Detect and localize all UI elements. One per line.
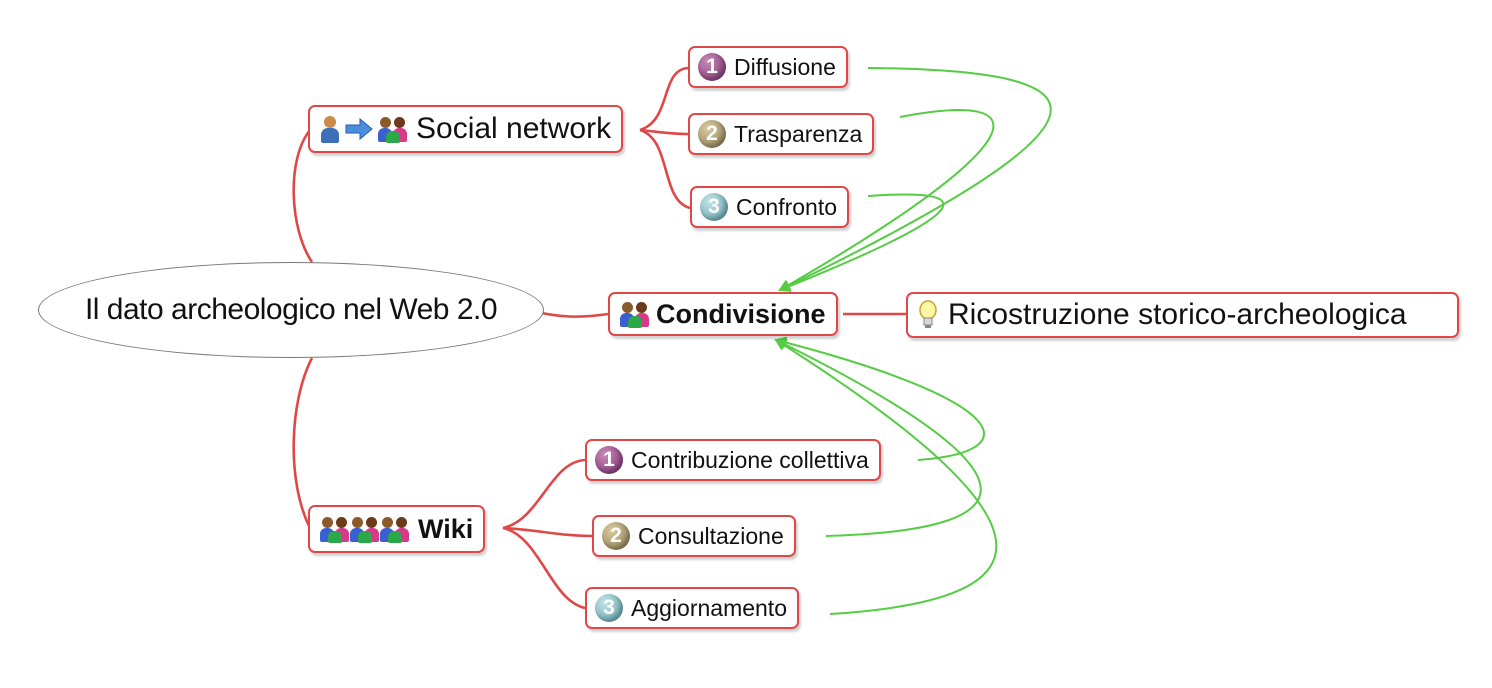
number-2-icon: 2	[698, 120, 726, 148]
relation-consultazione-condivisione	[774, 339, 982, 537]
wiki-item[interactable]: 1 Contribuzione collettiva	[585, 439, 881, 481]
group-icon	[378, 115, 408, 143]
item-label: Aggiornamento	[631, 594, 787, 621]
item-label: Trasparenza	[734, 120, 863, 147]
group-icon	[380, 515, 410, 543]
branch-social-confronto	[639, 128, 691, 210]
wiki-item[interactable]: 2 Consultazione	[592, 515, 796, 557]
group-icon	[320, 515, 350, 543]
wiki-label: Wiki	[418, 513, 474, 544]
condivisione-label: Condivisione	[656, 298, 826, 329]
wiki-node[interactable]: Wiki	[308, 505, 486, 553]
relation-aggiornamento-condivisione	[774, 338, 998, 615]
relation-diffusione-condivisione	[778, 67, 1052, 292]
group-icon	[350, 515, 380, 543]
social-network-item[interactable]: 3 Confronto	[690, 186, 850, 228]
item-label: Contribuzione collettiva	[631, 446, 869, 473]
root-label: Il dato archeologico nel Web 2.0	[84, 293, 498, 326]
lightbulb-icon	[919, 300, 937, 328]
person-icon	[320, 115, 340, 143]
item-label: Confronto	[736, 193, 838, 220]
branch-root-wiki	[292, 357, 314, 529]
relation-contribuzione-condivisione	[774, 336, 985, 461]
ricostruzione-node[interactable]: Ricostruzione storico-archeologica	[906, 292, 1459, 338]
ricostruzione-label: Ricostruzione storico-archeologica	[948, 298, 1407, 331]
social-network-item[interactable]: 1 Diffusione	[688, 46, 848, 88]
wiki-icons	[320, 515, 410, 543]
number-1-icon: 1	[595, 446, 623, 474]
number-1-icon: 1	[698, 53, 726, 81]
branch-social-trasparenza	[639, 128, 689, 136]
number-2-icon: 2	[602, 522, 630, 550]
branch-wiki-aggiornamento	[502, 526, 586, 610]
arrow-right-icon	[345, 117, 373, 141]
branch-wiki-contribuzione	[502, 458, 586, 530]
number-3-icon: 3	[700, 193, 728, 221]
social-network-label: Social network	[416, 112, 612, 145]
group-icon	[620, 300, 650, 328]
relation-trasparenza-condivisione	[778, 109, 995, 291]
branch-root-social	[292, 129, 314, 263]
branch-social-diffusione	[639, 66, 689, 132]
number-3-icon: 3	[595, 594, 623, 622]
condivisione-node[interactable]: Condivisione	[608, 292, 838, 336]
social-network-icons	[320, 115, 408, 143]
social-network-item[interactable]: 2 Trasparenza	[688, 113, 875, 155]
item-label: Consultazione	[638, 522, 784, 549]
branch-wiki-consultazione	[502, 526, 593, 538]
root-node[interactable]: Il dato archeologico nel Web 2.0	[38, 262, 544, 358]
item-label: Diffusione	[734, 53, 836, 80]
social-network-node[interactable]: Social network	[308, 105, 624, 153]
relation-confronto-condivisione	[778, 193, 945, 292]
wiki-item[interactable]: 3 Aggiornamento	[585, 587, 799, 629]
